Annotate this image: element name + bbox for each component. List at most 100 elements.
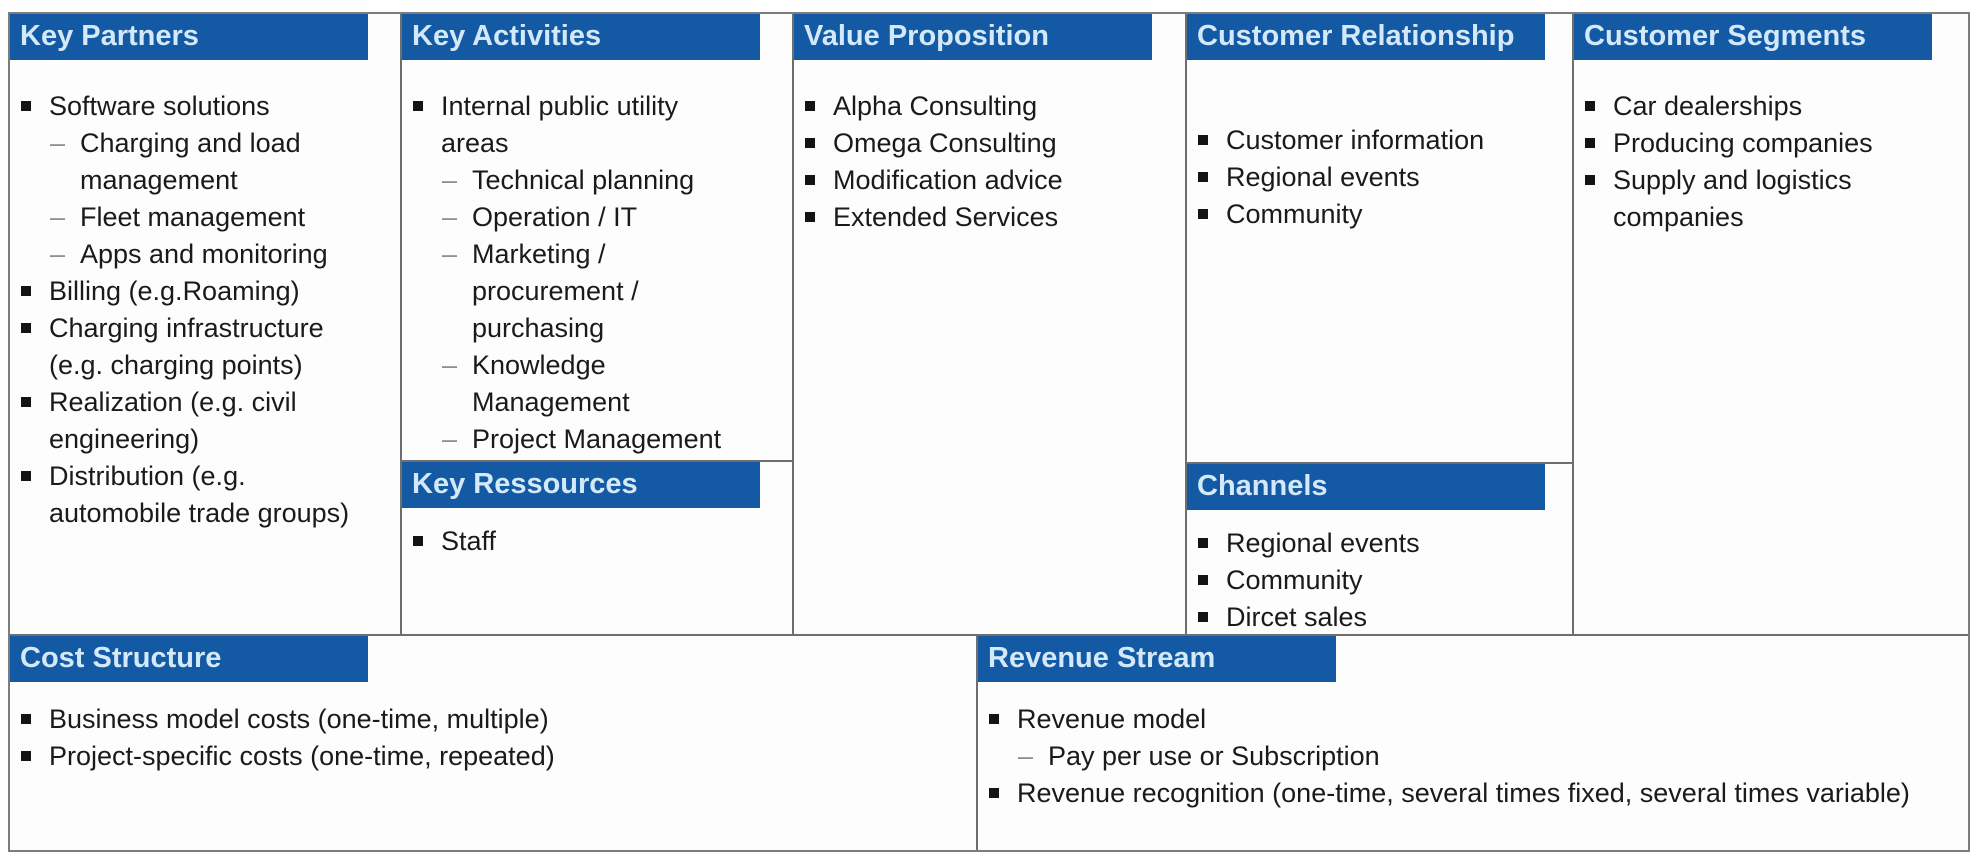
section-key-ressources: Key Ressources Staff [402, 462, 792, 560]
list-item-text: Omega Consulting [833, 128, 1057, 158]
list-item-text: Apps and monitoring [80, 239, 328, 269]
list-item-text: Producing companies [1613, 128, 1873, 158]
list-item: Billing (e.g.Roaming) [10, 273, 400, 310]
list-item-text: Revenue model [1017, 704, 1207, 734]
section-customer-relationship-and-channels: Customer Relationship Customer informati… [1187, 14, 1574, 634]
list-item-text: Staff [441, 526, 497, 556]
list-item-text: Billing (e.g.Roaming) [49, 276, 300, 306]
cost-structure-list: Business model costs (one-time, multiple… [10, 701, 976, 775]
section-key-activities-and-ressources: Key Activities Internal public utility a… [402, 14, 794, 634]
list-item-text: Pay per use or Subscription [1048, 741, 1380, 771]
list-item: Producing companies [1574, 125, 1968, 162]
cost-structure-header: Cost Structure [10, 636, 368, 682]
list-item: Customer information [1187, 122, 1572, 159]
list-item-text: Charging infrastructure (e.g. charging p… [49, 313, 324, 380]
list-item: Project Management [402, 421, 792, 458]
section-customer-segments: Customer Segments Car dealerships Produc… [1574, 14, 1968, 634]
value-proposition-list: Alpha Consulting Omega Consulting Modifi… [794, 88, 1185, 236]
list-item: Regional events [1187, 525, 1572, 562]
list-item: Marketing / procurement / purchasing [402, 236, 792, 347]
list-item: Fleet management [10, 199, 400, 236]
key-ressources-title: Key Ressources [412, 468, 638, 500]
canvas-bottom-row: Cost Structure Business model costs (one… [10, 636, 1968, 850]
list-item-text: Customer information [1226, 125, 1485, 155]
list-item-text: Marketing / procurement / purchasing [472, 239, 639, 343]
list-item-text: Car dealerships [1613, 91, 1803, 121]
list-item-text: Project Management [472, 424, 722, 454]
revenue-stream-header: Revenue Stream [978, 636, 1336, 682]
list-item: Alpha Consulting [794, 88, 1185, 125]
list-item-text: Alpha Consulting [833, 91, 1038, 121]
key-partners-header: Key Partners [10, 14, 368, 60]
channels-list: Regional events Community Dircet sales [1187, 525, 1572, 634]
section-channels: Channels Regional events Community Dirce… [1187, 464, 1572, 634]
revenue-stream-title: Revenue Stream [988, 642, 1216, 674]
revenue-stream-list: Revenue model Pay per use or Subscriptio… [978, 701, 1968, 812]
list-item-text: Dircet sales [1226, 602, 1368, 632]
canvas-top-row: Key Partners Software solutions Charging… [10, 14, 1968, 636]
value-proposition-title: Value Proposition [804, 20, 1049, 52]
list-item: Technical planning [402, 162, 792, 199]
list-item-text: Internal public utility areas [441, 91, 679, 158]
key-ressources-list: Staff [402, 523, 792, 560]
list-item: Apps and monitoring [10, 236, 400, 273]
list-item: Software solutions [10, 88, 400, 125]
list-item: Realization (e.g. civil engineering) [10, 384, 400, 458]
customer-relationship-header: Customer Relationship [1187, 14, 1545, 60]
business-model-canvas: Key Partners Software solutions Charging… [8, 12, 1970, 852]
section-value-proposition: Value Proposition Alpha Consulting Omega… [794, 14, 1187, 634]
customer-relationship-list: Customer information Regional events Com… [1187, 122, 1572, 233]
section-key-partners: Key Partners Software solutions Charging… [10, 14, 402, 634]
list-item-text: Software solutions [49, 91, 270, 121]
list-item: Staff [402, 523, 792, 560]
list-item: Charging and load management [10, 125, 400, 199]
list-item-text: Community [1226, 565, 1363, 595]
list-item: Extended Services [794, 199, 1185, 236]
key-partners-list: Software solutions Charging and load man… [10, 88, 400, 532]
list-item: Operation / IT [402, 199, 792, 236]
list-item: Omega Consulting [794, 125, 1185, 162]
list-item: Regional events [1187, 159, 1572, 196]
list-item: Distribution (e.g. automobile trade grou… [10, 458, 400, 532]
list-item-text: Extended Services [833, 202, 1059, 232]
list-item-text: Modification advice [833, 165, 1063, 195]
customer-segments-title: Customer Segments [1584, 20, 1867, 52]
key-activities-header: Key Activities [402, 14, 760, 60]
list-item: Pay per use or Subscription [978, 738, 1968, 775]
list-item: Knowledge Management [402, 347, 792, 421]
list-item-text: Realization (e.g. civil engineering) [49, 387, 297, 454]
list-item: Community [1187, 196, 1572, 233]
list-item: Business model costs (one-time, multiple… [10, 701, 976, 738]
list-item-text: Regional events [1226, 528, 1420, 558]
list-item-text: Regional events [1226, 162, 1420, 192]
section-revenue-stream: Revenue Stream Revenue model Pay per use… [978, 636, 1968, 850]
list-item: Supply and logistics companies [1574, 162, 1968, 236]
list-item-text: Revenue recognition (one-time, several t… [1017, 778, 1910, 808]
list-item: Dircet sales [1187, 599, 1572, 634]
list-item: Revenue recognition (one-time, several t… [978, 775, 1968, 812]
list-item-text: Supply and logistics companies [1613, 165, 1852, 232]
list-item: Project-specific costs (one-time, repeat… [10, 738, 976, 775]
key-partners-title: Key Partners [20, 20, 199, 52]
list-item-text: Fleet management [80, 202, 306, 232]
customer-segments-list: Car dealerships Producing companies Supp… [1574, 88, 1968, 236]
key-ressources-header: Key Ressources [402, 462, 760, 508]
list-item: Internal public utility areas [402, 88, 792, 162]
list-item: Modification advice [794, 162, 1185, 199]
section-key-activities: Key Activities Internal public utility a… [402, 14, 792, 462]
list-item: Car dealerships [1574, 88, 1968, 125]
customer-segments-header: Customer Segments [1574, 14, 1932, 60]
list-item-text: Charging and load management [80, 128, 301, 195]
list-item-text: Knowledge Management [472, 350, 630, 417]
list-item: Charging infrastructure (e.g. charging p… [10, 310, 400, 384]
section-cost-structure: Cost Structure Business model costs (one… [10, 636, 978, 850]
cost-structure-title: Cost Structure [20, 642, 222, 674]
list-item-text: Operation / IT [472, 202, 638, 232]
list-item: Community [1187, 562, 1572, 599]
list-item-text: Distribution (e.g. automobile trade grou… [49, 461, 350, 528]
section-customer-relationship: Customer Relationship Customer informati… [1187, 14, 1572, 464]
list-item-text: Business model costs (one-time, multiple… [49, 704, 549, 734]
value-proposition-header: Value Proposition [794, 14, 1152, 60]
list-item-text: Project-specific costs (one-time, repeat… [49, 741, 555, 771]
list-item: Revenue model [978, 701, 1968, 738]
